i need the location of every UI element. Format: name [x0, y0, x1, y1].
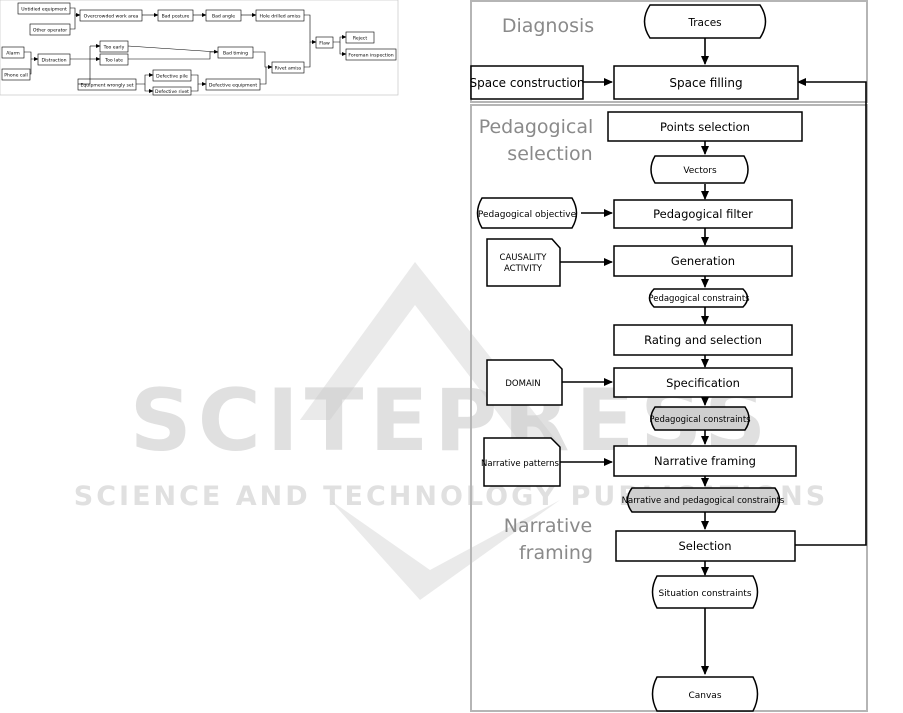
- node-flaw-label: Flaw: [319, 41, 330, 47]
- node-alarm-label: Alarm: [6, 51, 20, 57]
- node-situation-constraints: [651, 575, 759, 609]
- node-hole-drilled-amiss-label: Hole drilled amiss: [259, 14, 301, 20]
- node-narrative-pedagogical-constraints: [626, 487, 781, 513]
- node-other-operator-label: Other operator: [33, 28, 67, 34]
- node-phone-call-label: Phone call: [4, 73, 28, 79]
- node-pedagogical-constraints-2: [650, 406, 750, 431]
- node-bad-angle-label: Bad angle: [212, 14, 235, 20]
- node-rating-and-selection-label: Rating and selection: [644, 333, 762, 347]
- section-title-narrative-line2: framing: [519, 542, 593, 564]
- flow-connectors: [560, 38, 867, 675]
- node-narrative-patterns-label: Narrative patterns: [481, 459, 560, 469]
- node-phone-call: [1, 68, 31, 81]
- node-narrative-pedagogical-constraints-label: Narrative and pedagogical constraints: [622, 496, 785, 506]
- watermark-swoosh-tail: [330, 500, 560, 600]
- node-equipment-wrongly-set: [77, 78, 137, 91]
- node-pedagogical-constraints-2-label: Pedagogical constraints: [649, 415, 751, 425]
- node-situation-constraints-label: Situation constraints: [658, 589, 751, 599]
- node-points-selection: [607, 111, 803, 142]
- node-defective-equipment-label: Defective equipment: [209, 83, 257, 89]
- node-narrative-patterns: [483, 437, 561, 487]
- node-untidied-equipment-label: Untidied equipment: [21, 7, 67, 13]
- node-alarm: [1, 46, 25, 59]
- node-selection: [615, 530, 796, 562]
- node-pedagogical-constraints-1: [648, 288, 749, 308]
- node-pedagogical-objective-label: Pedagogical objective: [478, 210, 577, 220]
- node-narrative-framing: [613, 445, 797, 477]
- node-domain: [486, 359, 563, 406]
- node-defective-pile-label: Defective pile: [156, 74, 188, 80]
- node-generation: [613, 245, 793, 277]
- section-title-pedagogical-line1: Pedagogical: [479, 116, 594, 138]
- node-vectors-label: Vectors: [683, 166, 717, 176]
- process-flow-diagram: Diagnosis Pedagogical selection Narrativ…: [469, 0, 868, 712]
- node-rivet-amiss-label: Rivet amiss: [275, 66, 302, 72]
- node-generation-label: Generation: [671, 254, 735, 268]
- node-overcrowded-work-area-label: Overcrowded work area: [84, 14, 139, 20]
- node-traces: [643, 4, 767, 39]
- node-too-late-label: Too late: [104, 58, 123, 64]
- node-specification-label: Specification: [666, 376, 740, 390]
- section-title-pedagogical-line2: selection: [507, 143, 592, 165]
- node-space-construction-label: Space construction: [469, 76, 584, 90]
- section-title-diagnosis: Diagnosis: [502, 15, 594, 37]
- edge-feedback-selection-to-space-filling: [795, 78, 867, 546]
- node-equipment-wrongly-set-label: Equipment wrongly set: [80, 83, 133, 89]
- node-untidied-equipment: [17, 2, 71, 15]
- node-canvas: [651, 676, 759, 712]
- node-pedagogical-filter-label: Pedagogical filter: [653, 207, 753, 221]
- node-other-operator: [29, 23, 71, 36]
- fault-tree-border: [0, 0, 399, 96]
- node-bad-posture-label: Bad posture: [162, 14, 190, 20]
- watermark-swoosh: [300, 262, 560, 455]
- node-distraction-label: Distraction: [41, 58, 66, 64]
- node-pedagogical-constraints-1-label: Pedagogical constraints: [648, 294, 750, 304]
- diagnosis-section-frame: [470, 0, 868, 103]
- node-causality-label-line1: CAUSALITY: [500, 253, 548, 263]
- fault-tree-diagram: Untidied equipment Other operator Overcr…: [0, 0, 399, 96]
- node-space-filling: [613, 65, 799, 100]
- section-title-narrative-line1: Narrative: [504, 515, 592, 537]
- node-space-filling-label: Space filling: [669, 76, 742, 90]
- node-traces-label: Traces: [687, 17, 721, 29]
- node-selection-label: Selection: [679, 539, 732, 553]
- fault-tree-connectors: [24, 7, 347, 93]
- node-pedagogical-objective: [476, 197, 578, 229]
- node-vectors: [650, 155, 749, 184]
- node-rating-and-selection: [613, 324, 793, 356]
- node-bad-timing-label: Bad timing: [223, 51, 248, 57]
- node-foreman-inspection-label: Foreman inspection: [348, 53, 393, 59]
- node-pedagogical-filter: [613, 199, 793, 229]
- node-canvas-label: Canvas: [688, 691, 721, 701]
- node-specification: [613, 367, 793, 398]
- node-causality-activity: [486, 238, 561, 287]
- node-too-early-label: Too early: [103, 45, 125, 51]
- node-narrative-framing-label: Narrative framing: [654, 454, 756, 468]
- node-defective-rivet-label: Defective rivet: [155, 89, 189, 95]
- node-points-selection-label: Points selection: [660, 120, 750, 134]
- node-reject-label: Reject: [353, 36, 367, 42]
- node-space-construction: [470, 65, 584, 100]
- node-causality-label-line2: ACTIVITY: [504, 264, 543, 274]
- node-domain-label: DOMAIN: [505, 379, 540, 389]
